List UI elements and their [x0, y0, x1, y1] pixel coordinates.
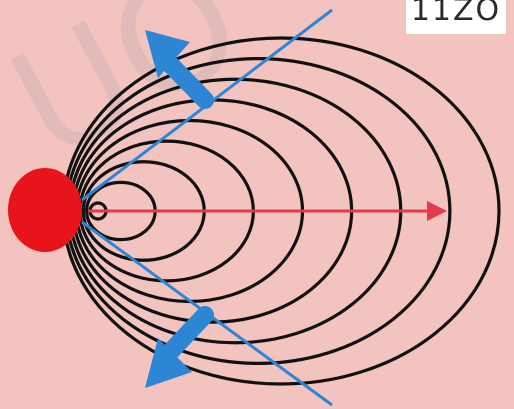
corner-label: 11ZO	[410, 0, 502, 28]
source-dot-icon	[8, 168, 82, 252]
watermark-text: UO	[0, 0, 269, 194]
axis-arrow-icon	[88, 201, 447, 221]
upper-arrow-icon	[145, 30, 214, 109]
corner-label-box: 11ZO	[406, 0, 506, 34]
lower-arrow-icon	[145, 306, 214, 388]
